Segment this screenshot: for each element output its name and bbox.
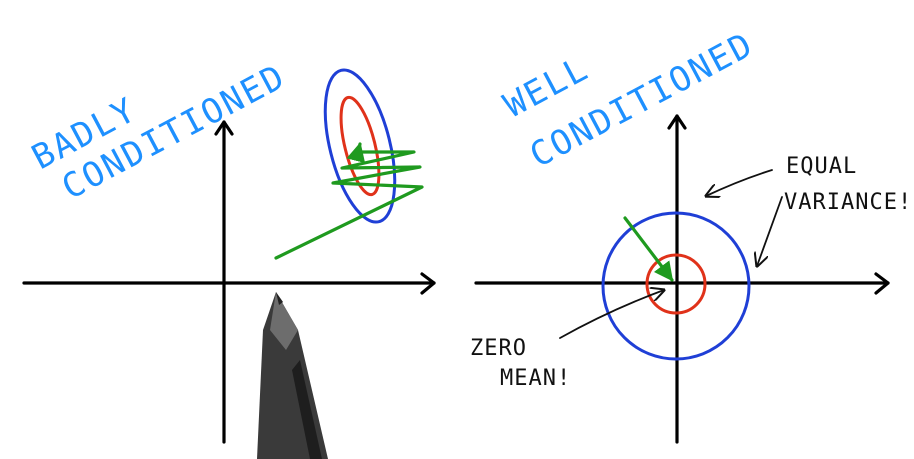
zero-mean-line1: ZERO [470,336,527,361]
equal-variance-arrow-right [757,196,783,266]
left-inner-ellipse [339,95,381,197]
left-panel: BADLY CONDITIONED [22,57,436,459]
right-optimization-path [623,216,674,282]
left-outer-ellipse [323,68,397,224]
right-panel: WELL CONDITIONED EQUAL VARIANCE! ZERO ME… [470,25,912,444]
equal-variance-arrow-top [706,169,773,196]
equal-variance-line2: VARIANCE! [784,190,912,215]
right-outer-circle [601,211,751,361]
right-y-axis-arrowhead [667,114,687,130]
left-y-axis-arrowhead [214,120,234,136]
right-inner-circle [645,253,707,315]
zero-mean-arrow [559,290,664,339]
left-x-axis-arrowhead [420,272,436,295]
equal-variance-line1: EQUAL [786,154,857,179]
zero-mean-line2: MEAN! [500,366,571,391]
pencil-icon [257,292,328,459]
right-x-axis-arrowhead [874,272,890,295]
left-optimization-path [274,142,424,260]
